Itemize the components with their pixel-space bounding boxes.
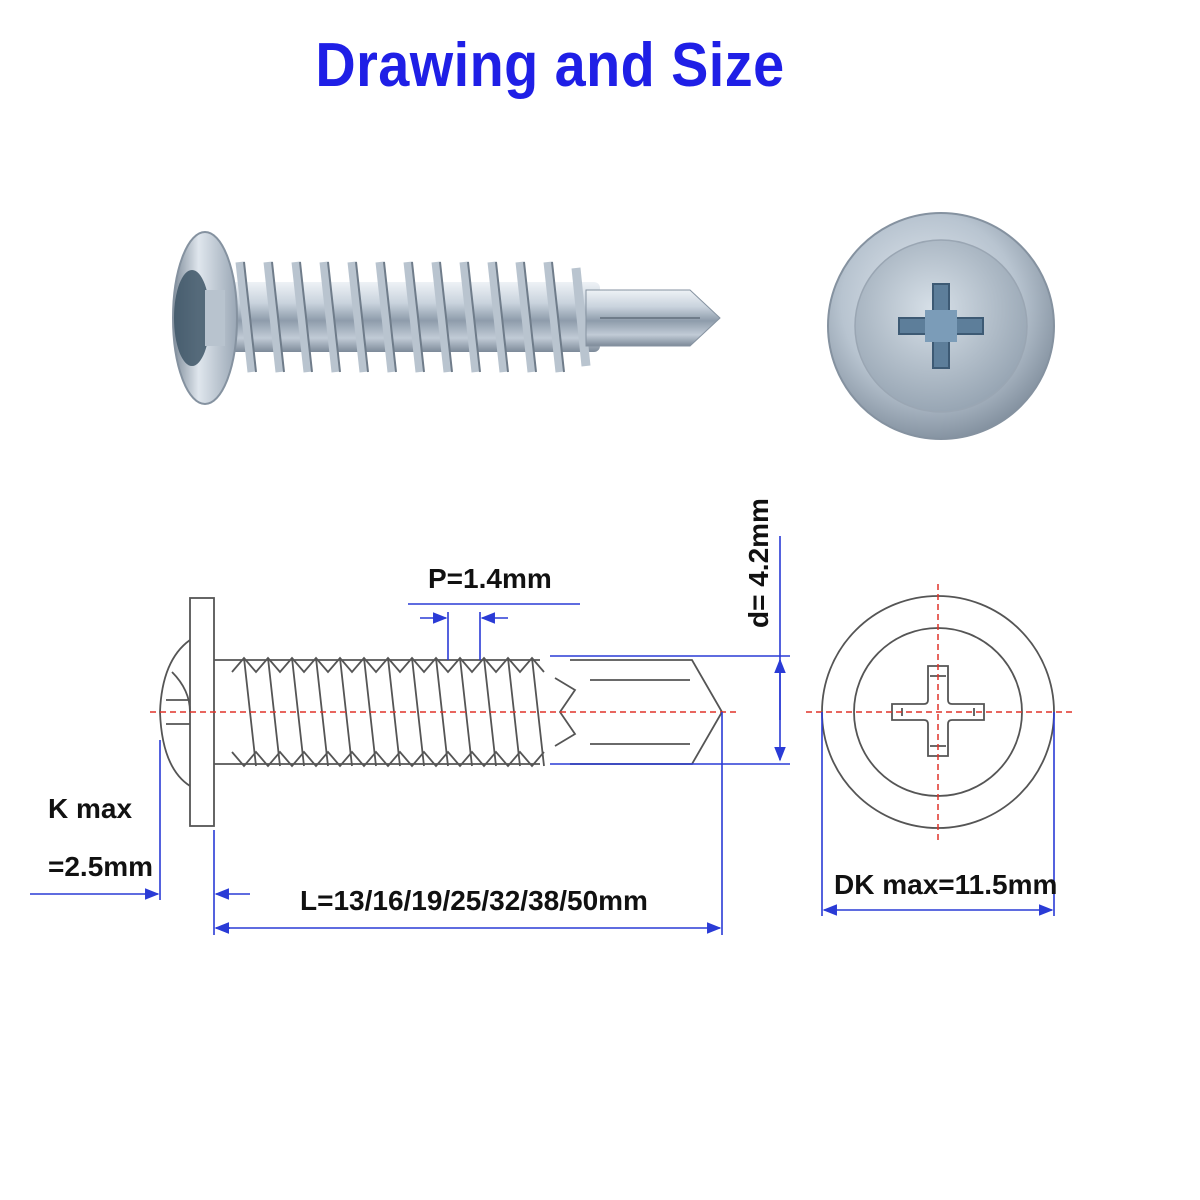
pitch-label: P=1.4mm — [428, 563, 552, 594]
page-title: Drawing and Size — [315, 31, 785, 100]
screw-side-photo — [172, 231, 721, 405]
length-label: L=13/16/19/25/32/38/50mm — [300, 885, 648, 916]
k-max-label-line1: K max — [48, 793, 132, 824]
dimension-lines — [30, 536, 1055, 935]
screw-head-photo — [827, 212, 1055, 440]
diameter-label: d= 4.2mm — [743, 498, 774, 628]
center-lines — [150, 584, 1072, 842]
dk-max-label: DK max=11.5mm — [834, 869, 1057, 900]
k-max-label-line2: =2.5mm — [48, 851, 153, 882]
